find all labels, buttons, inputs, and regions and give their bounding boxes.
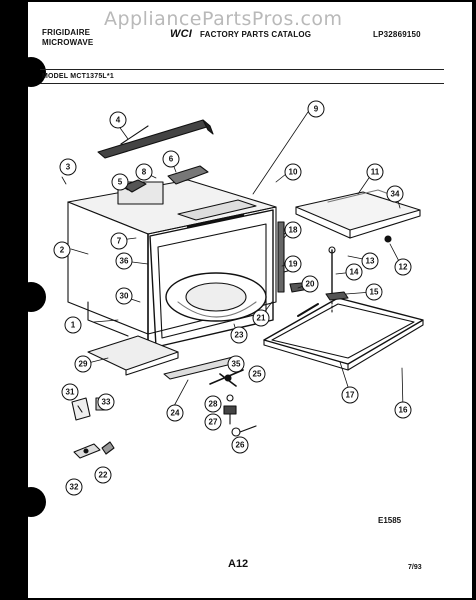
catalog-number: LP32869150	[373, 30, 421, 39]
binder-hole-middle	[16, 282, 46, 312]
top-bracket-part	[97, 119, 214, 159]
callout-21: 21	[257, 314, 266, 323]
callout-14: 14	[350, 268, 359, 277]
callout-labels: 1 2 3 4 5 6 7 8 9 10 11 12 13 14 15 16 1…	[60, 105, 408, 492]
stirrer-motor-part	[209, 369, 257, 437]
callout-30: 30	[120, 292, 129, 301]
callout-6: 6	[169, 155, 174, 164]
callout-10: 10	[289, 168, 298, 177]
callout-15: 15	[370, 288, 379, 297]
callout-3: 3	[66, 163, 71, 172]
callout-7: 7	[117, 237, 122, 246]
drawing-code: E1585	[378, 516, 402, 525]
callout-34: 34	[391, 190, 400, 199]
latch-part	[325, 246, 349, 315]
callout-4: 4	[116, 116, 121, 125]
callout-23: 23	[235, 331, 244, 340]
wci-logo: WCI	[170, 28, 192, 40]
callout-33: 33	[102, 398, 111, 407]
catalog-title: FACTORY PARTS CATALOG	[200, 30, 312, 39]
callout-32: 32	[70, 483, 79, 492]
callout-24: 24	[171, 409, 180, 418]
callout-28: 28	[209, 400, 218, 409]
callout-19: 19	[289, 260, 298, 269]
callout-11: 11	[371, 168, 380, 177]
revision-date: 7/93	[408, 564, 422, 571]
callout-29: 29	[79, 360, 88, 369]
brand-line-1: FRIGIDAIRE	[42, 28, 91, 37]
oven-cavity-part	[67, 165, 277, 348]
header-rule-bottom	[40, 83, 444, 84]
exploded-parts-diagram: 1 2 3 4 5 6 7 8 9 10 11 12 13 14 15 16 1…	[53, 100, 424, 496]
model-number: MODEL MCT1375L*1	[42, 73, 114, 80]
callout-8: 8	[142, 168, 147, 177]
callout-26: 26	[236, 441, 245, 450]
callout-20: 20	[306, 280, 315, 289]
door-part	[263, 297, 424, 371]
callout-13: 13	[366, 257, 375, 266]
callout-31: 31	[66, 388, 75, 397]
callout-27: 27	[209, 418, 218, 427]
watermark: AppliancePartsPros.com	[104, 8, 343, 30]
callout-2: 2	[60, 246, 65, 255]
callout-35: 35	[232, 360, 241, 369]
callout-17: 17	[346, 391, 355, 400]
binder-hole-top	[16, 57, 46, 87]
callout-36: 36	[120, 257, 129, 266]
callout-25: 25	[253, 370, 262, 379]
binder-hole-bottom	[16, 487, 46, 517]
callout-12: 12	[399, 263, 408, 272]
callout-18: 18	[289, 226, 298, 235]
page-number: A12	[228, 558, 249, 570]
callout-1: 1	[71, 321, 76, 330]
callout-16: 16	[399, 406, 408, 415]
header-rule-top	[40, 69, 444, 70]
callout-22: 22	[99, 471, 108, 480]
brand-line-2: MICROWAVE	[42, 38, 94, 47]
callout-5: 5	[118, 178, 123, 187]
base-plate-part	[87, 335, 179, 376]
callout-9: 9	[314, 105, 319, 114]
callout-circles	[53, 100, 412, 496]
turntable-part	[165, 272, 267, 322]
catalog-sheet: FRIGIDAIRE MICROWAVE WCI FACTORY PARTS C…	[16, 2, 472, 598]
